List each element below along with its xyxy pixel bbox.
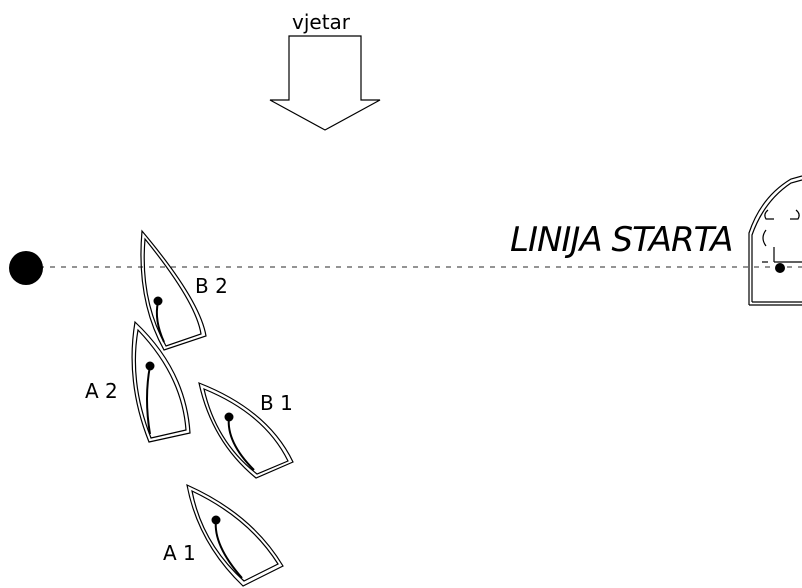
b2-helm-icon (153, 296, 163, 306)
wind-arrow-icon (269, 35, 381, 131)
boat-label-a1: A 1 (163, 541, 196, 565)
a1-helm-icon (211, 515, 221, 525)
boat-b1: B 1 (198, 382, 294, 479)
boat-a1: A 1 (163, 483, 284, 587)
boat-b2: B 2 (140, 229, 228, 351)
b1-helm-icon (224, 412, 234, 422)
boat-label-a2: A 2 (85, 379, 118, 403)
boat-label-b1: B 1 (260, 391, 293, 415)
wind-label: vjetar (292, 10, 351, 34)
start-line-label: LINIJA STARTA (510, 220, 733, 260)
boat-a2: A 2 (85, 320, 191, 443)
pin-end-buoy-icon (9, 251, 43, 285)
committee-boat-mark-icon (775, 263, 785, 273)
a2-helm-icon (145, 361, 155, 371)
boat-label-b2: B 2 (195, 274, 228, 298)
committee-boat-icon (748, 175, 802, 306)
